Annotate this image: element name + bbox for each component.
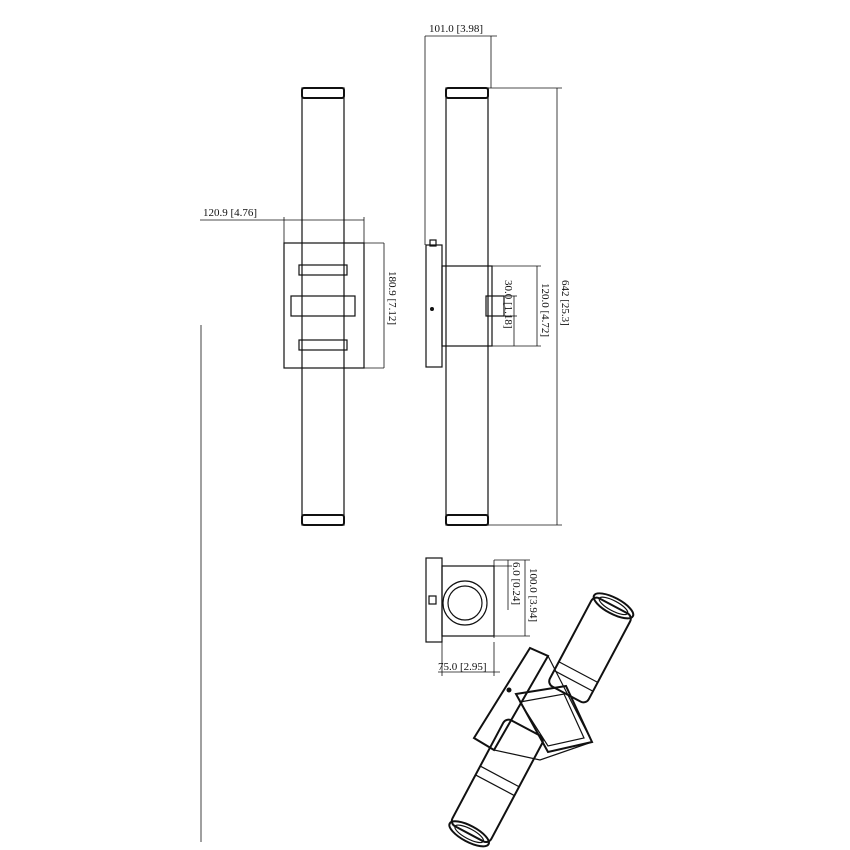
top-offset-dim: 6.0 [0.24] [510,562,522,605]
top-width-dim: 75.0 [2.95] [438,661,487,673]
side-overall-height-dim: 642 [25.3] [559,280,571,326]
side-backplate-height-dim: 120.0 [4.72] [539,283,551,337]
isometric-view [448,592,635,848]
side-depth-dim: 101.0 [3.98] [429,23,483,35]
top-view: 100.0 [3.94] 6.0 [0.24] 75.0 [2.95] [425,557,539,676]
front-width-dim: 120.9 [4.76] [203,207,257,219]
top-depth-dim: 100.0 [3.94] [527,568,539,622]
front-height-dim: 180.9 [7.12] [386,271,398,325]
front-view: 120.9 [4.76] 180.9 [7.12] [200,87,398,526]
side-band-height-dim: 30.0 [1.18] [502,280,514,329]
side-view: 101.0 [3.98] 642 [25.3] 120.0 [4.72] 30.… [424,23,571,526]
